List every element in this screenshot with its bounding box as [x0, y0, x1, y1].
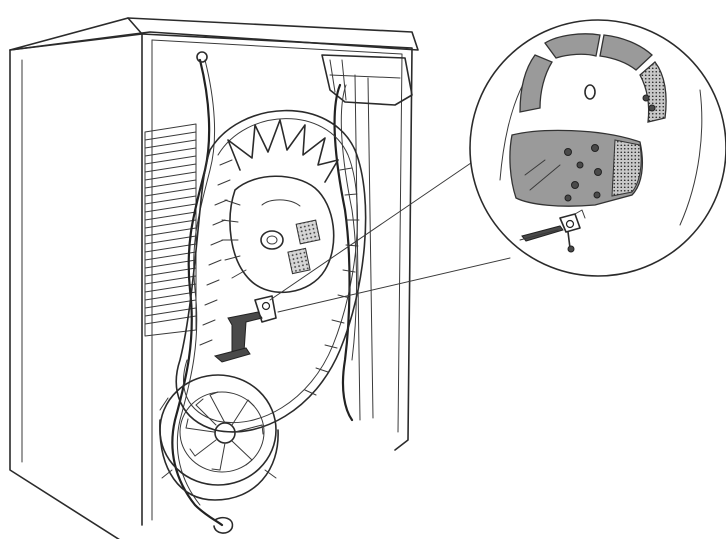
- screw-6: [564, 194, 572, 202]
- drum-pulley-vanes: [221, 119, 339, 294]
- callout-leader-lines: [269, 149, 511, 313]
- plate-segment-left: [519, 54, 553, 113]
- rear-vent-slats: [144, 123, 197, 337]
- screw-7: [593, 191, 601, 199]
- screw-4: [594, 168, 602, 176]
- screw-2: [591, 144, 599, 152]
- screw-1: [564, 148, 572, 156]
- water-hose-right: [333, 83, 358, 422]
- plate-mesh-right: [639, 61, 667, 123]
- motor-fan: [159, 374, 279, 501]
- screw-5: [576, 161, 584, 169]
- drum-axle: [260, 230, 284, 250]
- plate-center-hole: [584, 84, 596, 100]
- belt-tensioner-bracket: [213, 295, 277, 363]
- screw-3: [571, 181, 579, 189]
- dryer-cabinet: [9, 17, 419, 539]
- water-container-housing: [321, 54, 413, 106]
- magnified-detail: [469, 19, 726, 277]
- fan-hub: [214, 422, 236, 444]
- filter-housing: [509, 129, 643, 207]
- filter-mesh: [611, 139, 642, 197]
- plate-segment-top-left: [544, 33, 601, 59]
- drain-hose: [171, 51, 234, 534]
- plate-segment-top-right: [599, 34, 653, 71]
